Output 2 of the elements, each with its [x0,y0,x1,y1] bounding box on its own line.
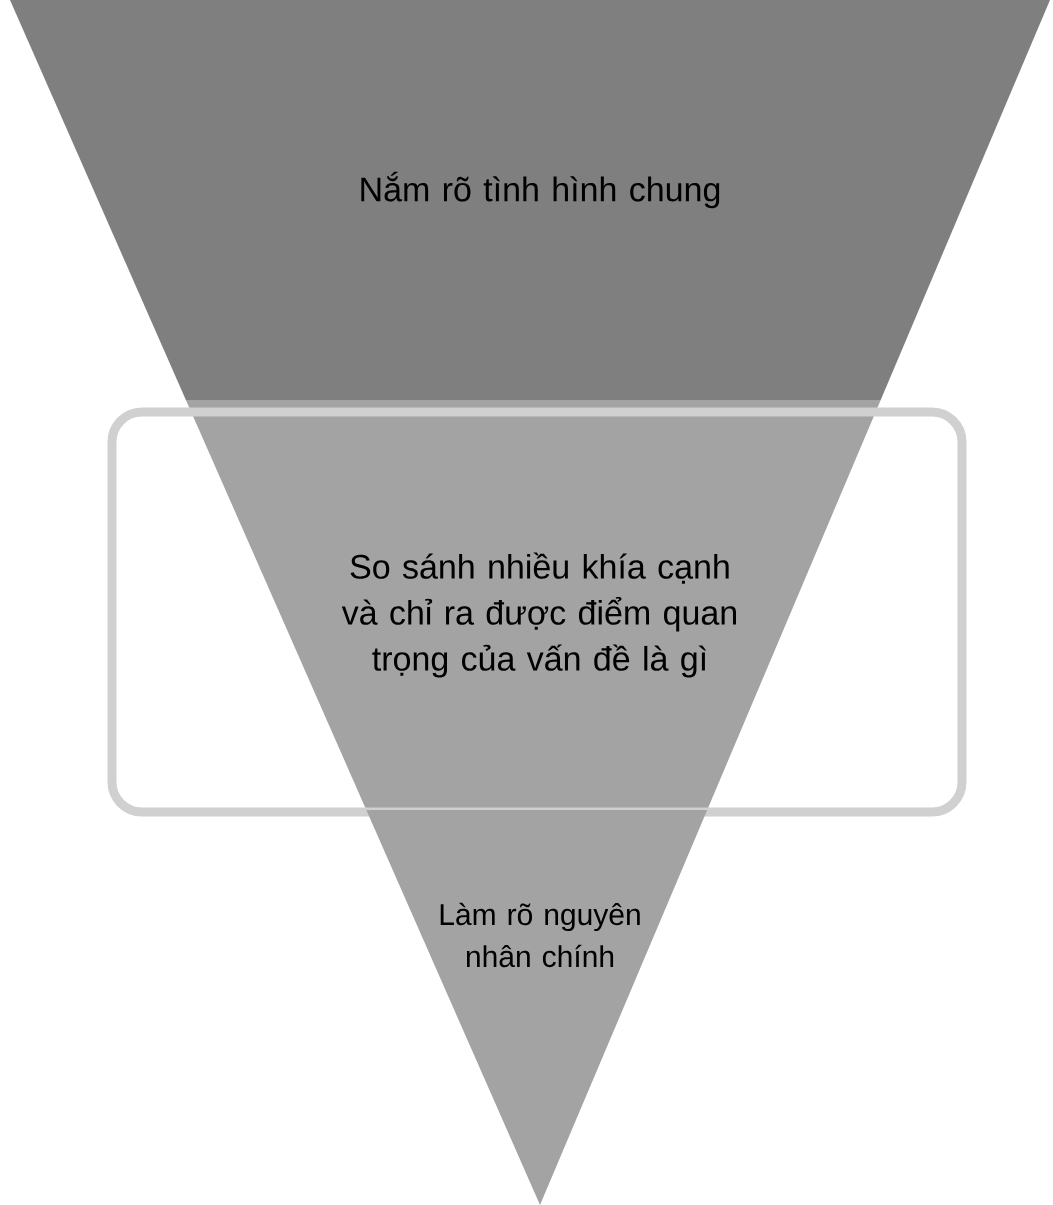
funnel-band: Làm rõ nguyên nhân chính [366,810,708,1205]
funnel-band: Nắm rõ tình hình chung [10,0,1050,400]
